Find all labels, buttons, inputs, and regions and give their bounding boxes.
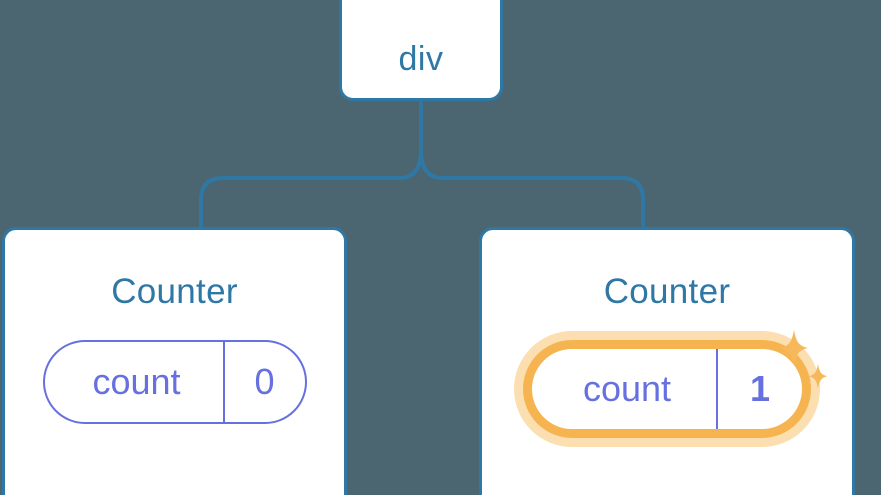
tree-node-div[interactable]: div	[339, 0, 503, 101]
tree-node-div-label: div	[398, 40, 444, 78]
counter-left-state-row: count 0	[5, 340, 344, 424]
tree-node-counter-right[interactable]: Counter count 1	[479, 227, 855, 495]
counter-right-state-key: count	[582, 368, 672, 409]
tree-node-counter-left[interactable]: Counter count 0	[2, 227, 347, 495]
counter-left-title: Counter	[111, 272, 238, 311]
counter-right-state-value: 1	[716, 349, 802, 429]
counter-right-title: Counter	[603, 272, 731, 311]
counter-left-state-value: 0	[222, 342, 305, 422]
counter-left-state-key: count	[92, 361, 181, 402]
counter-right-state-row: count 1	[482, 340, 852, 438]
counter-left-state-pill[interactable]: count 0	[42, 340, 307, 424]
counter-right-state-pill[interactable]: count 1	[523, 340, 811, 438]
